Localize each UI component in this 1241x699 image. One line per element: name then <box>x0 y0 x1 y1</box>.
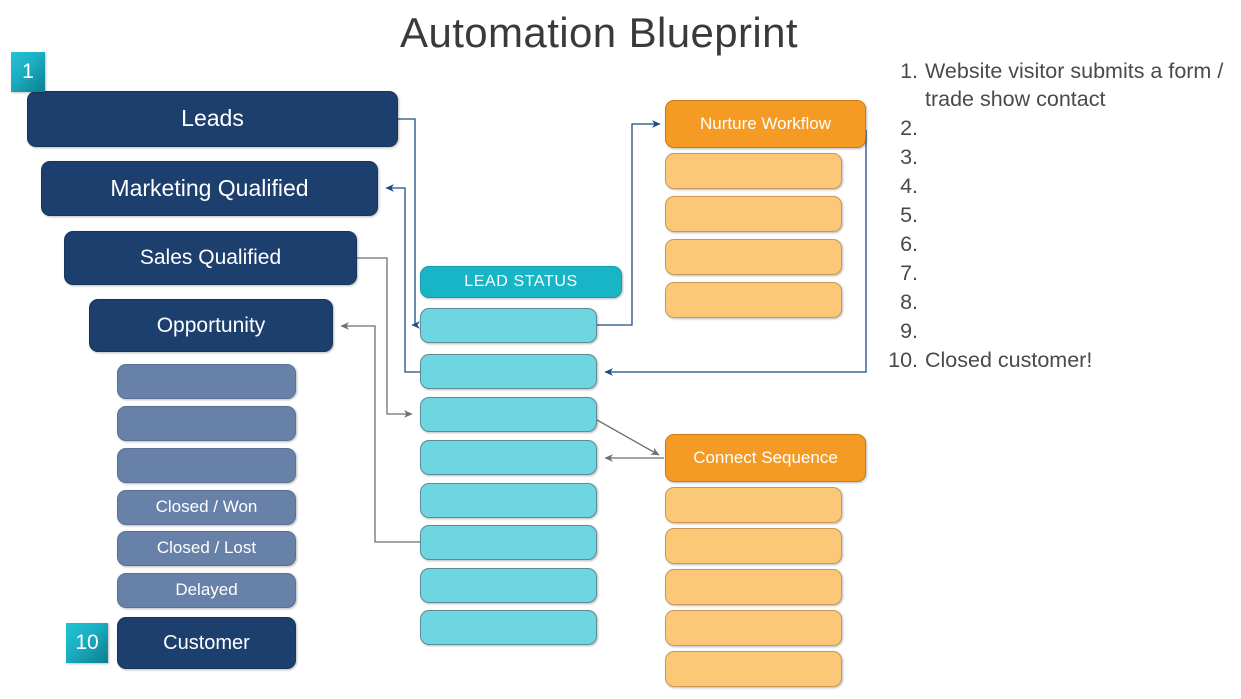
funnel-stage-label: Delayed <box>175 580 238 600</box>
lead-status-header-label: LEAD STATUS <box>464 273 578 291</box>
step-number: 8. <box>900 289 918 314</box>
lead-status-row-4[interactable] <box>420 440 597 475</box>
funnel-stage-closed-lost[interactable]: Closed / Lost <box>117 531 296 566</box>
step-text <box>925 231 1234 259</box>
step-text <box>925 318 1234 346</box>
step-item-10: 10. Closed customer! <box>884 347 1234 375</box>
funnel-stage-label: Closed / Lost <box>156 538 257 558</box>
nurture-workflow-header[interactable]: Nurture Workflow <box>665 100 866 148</box>
connect-sequence-row-4[interactable] <box>665 610 842 646</box>
funnel-stage-blank-2[interactable] <box>117 406 296 441</box>
nurture-workflow-row-1[interactable] <box>665 153 842 189</box>
step-text <box>925 173 1234 201</box>
nurture-workflow-header-label: Nurture Workflow <box>700 113 831 133</box>
step-item-9: 9. <box>884 318 1234 346</box>
step-item-4: 4. <box>884 173 1234 201</box>
connector-status1-to-nurture <box>597 120 661 326</box>
step-item-5: 5. <box>884 202 1234 230</box>
step-number: 5. <box>900 202 918 227</box>
step-text <box>925 115 1234 143</box>
lead-status-row-8[interactable] <box>420 610 597 645</box>
connector-status3-to-connect <box>596 419 660 456</box>
lead-status-row-1[interactable] <box>420 308 597 343</box>
step-item-8: 8. <box>884 289 1234 317</box>
nurture-workflow-row-4[interactable] <box>665 282 842 318</box>
step-badge-last: 10 <box>66 623 108 663</box>
connector-salesqualified-to-status3 <box>357 257 413 418</box>
step-text: Website visitor submits a form / trade s… <box>925 59 1224 111</box>
step-number: 9. <box>900 318 918 343</box>
funnel-stage-marketing-qualified[interactable]: Marketing Qualified <box>41 161 378 216</box>
funnel-stage-blank-1[interactable] <box>117 364 296 399</box>
connect-sequence-row-2[interactable] <box>665 528 842 564</box>
funnel-stage-label: Leads <box>181 105 244 132</box>
lead-status-row-3[interactable] <box>420 397 597 432</box>
step-item-1: 1. Website visitor submits a form / trad… <box>884 58 1234 114</box>
funnel-stage-label: Marketing Qualified <box>110 174 309 201</box>
connector-status2-to-marketing <box>385 184 420 373</box>
nurture-workflow-row-3[interactable] <box>665 239 842 275</box>
lead-status-header[interactable]: LEAD STATUS <box>420 266 622 298</box>
step-item-2: 2. <box>884 115 1234 143</box>
step-number: 3. <box>900 144 918 169</box>
funnel-stage-label: Customer <box>163 632 250 654</box>
step-badge-last-label: 10 <box>75 631 99 654</box>
connector-nurture-to-status2 <box>604 130 867 376</box>
funnel-stage-label: Closed / Won <box>155 497 258 517</box>
funnel-stage-label: Sales Qualified <box>139 246 282 270</box>
nurture-workflow-row-2[interactable] <box>665 196 842 232</box>
step-text <box>925 260 1234 288</box>
connect-sequence-header[interactable]: Connect Sequence <box>665 434 866 482</box>
funnel-stage-blank-3[interactable] <box>117 448 296 483</box>
lead-status-row-7[interactable] <box>420 568 597 603</box>
step-number: 7. <box>900 260 918 285</box>
funnel-stage-delayed[interactable]: Delayed <box>117 573 296 608</box>
step-text <box>925 289 1234 317</box>
step-text <box>925 202 1234 230</box>
funnel-stage-closed-won[interactable]: Closed / Won <box>117 490 296 525</box>
funnel-stage-sales-qualified[interactable]: Sales Qualified <box>64 231 357 285</box>
funnel-stage-leads[interactable]: Leads <box>27 91 398 147</box>
lead-status-row-5[interactable] <box>420 483 597 518</box>
funnel-stage-opportunity[interactable]: Opportunity <box>89 299 333 352</box>
connector-leads-to-status1 <box>398 118 420 329</box>
step-number: 2. <box>900 115 918 140</box>
lead-status-row-6[interactable] <box>420 525 597 560</box>
step-number: 6. <box>900 231 918 256</box>
steps-list: 1. Website visitor submits a form / trad… <box>884 58 1234 376</box>
step-text <box>925 144 1234 172</box>
connector-status6-to-opportunity <box>340 322 420 543</box>
step-badge-first-label: 1 <box>22 60 34 83</box>
connect-sequence-row-1[interactable] <box>665 487 842 523</box>
step-number: 1. <box>900 59 918 83</box>
funnel-stage-label: Opportunity <box>156 313 266 337</box>
step-item-3: 3. <box>884 144 1234 172</box>
page-title: Automation Blueprint <box>0 9 1220 56</box>
step-text: Closed customer! <box>925 347 1093 372</box>
step-badge-first: 1 <box>11 52 45 92</box>
page-title-text: Automation Blueprint <box>400 9 798 56</box>
funnel-stage-customer[interactable]: Customer <box>117 617 296 669</box>
connect-sequence-header-label: Connect Sequence <box>693 447 838 467</box>
lead-status-row-2[interactable] <box>420 354 597 389</box>
step-number: 4. <box>900 173 918 198</box>
connect-sequence-row-3[interactable] <box>665 569 842 605</box>
connect-sequence-row-5[interactable] <box>665 651 842 687</box>
step-item-7: 7. <box>884 260 1234 288</box>
step-item-6: 6. <box>884 231 1234 259</box>
step-number: 10. <box>888 347 918 372</box>
